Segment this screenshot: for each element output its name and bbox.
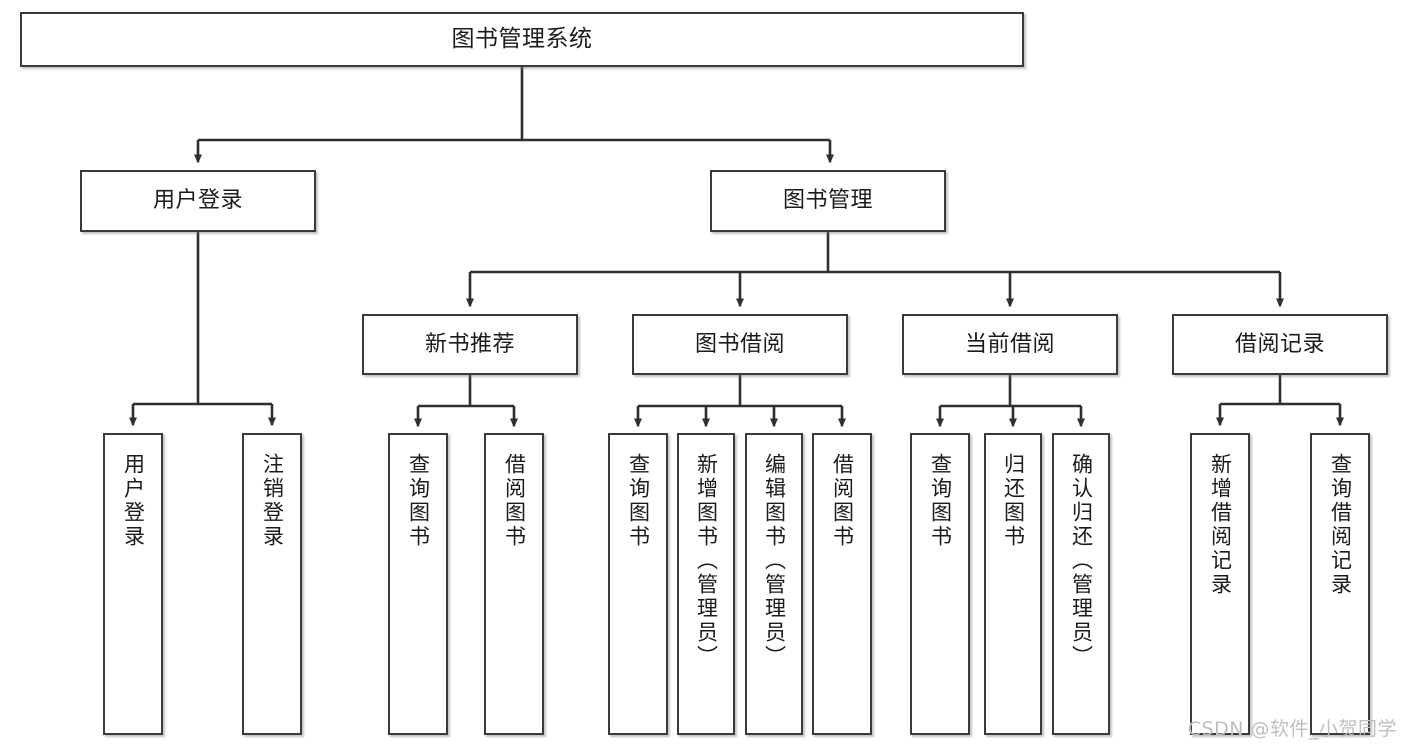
node-leaf-borrow-book-recommend[interactable]: 借阅图书 xyxy=(484,433,544,735)
node-leaf-add-book-admin[interactable]: 新增图书（管理员） xyxy=(677,433,735,735)
node-borrow-record[interactable]: 借阅记录 xyxy=(1172,314,1388,375)
node-new-book-recommend[interactable]: 新书推荐 xyxy=(362,314,578,375)
node-leaf-query-book-recommend[interactable]: 查询图书 xyxy=(388,433,448,735)
node-leaf-user-logout[interactable]: 注销登录 xyxy=(242,433,302,735)
node-book-borrow[interactable]: 图书借阅 xyxy=(632,314,848,375)
node-root[interactable]: 图书管理系统 xyxy=(20,12,1024,67)
node-leaf-query-book-current[interactable]: 查询图书 xyxy=(910,433,970,735)
node-book-manage[interactable]: 图书管理 xyxy=(710,170,946,232)
node-new-book-recommend-label: 新书推荐 xyxy=(424,331,515,357)
node-leaf-borrow-book-recommend-label: 借阅图书 xyxy=(502,453,527,549)
node-leaf-query-book-recommend-label: 查询图书 xyxy=(406,453,431,549)
node-current-borrow-label: 当前借阅 xyxy=(964,331,1055,357)
node-leaf-query-borrow-record-label: 查询借阅记录 xyxy=(1328,453,1353,597)
node-leaf-user-login[interactable]: 用户登录 xyxy=(103,433,163,735)
node-leaf-add-borrow-record[interactable]: 新增借阅记录 xyxy=(1190,433,1250,735)
node-book-borrow-label: 图书借阅 xyxy=(694,331,785,357)
node-leaf-query-book-borrow[interactable]: 查询图书 xyxy=(608,433,668,735)
node-leaf-return-book[interactable]: 归还图书 xyxy=(984,433,1042,735)
node-leaf-edit-book-admin-label: 编辑图书（管理员） xyxy=(762,453,787,669)
node-leaf-confirm-return-admin-label: 确认归还（管理员） xyxy=(1069,453,1094,669)
csdn-watermark: CSDN @软件_小贺同学 xyxy=(1187,718,1397,740)
node-leaf-borrow-book-label: 借阅图书 xyxy=(830,453,855,549)
node-leaf-add-book-admin-label: 新增图书（管理员） xyxy=(694,453,719,669)
node-borrow-record-label: 借阅记录 xyxy=(1234,331,1325,357)
node-leaf-user-logout-label: 注销登录 xyxy=(260,453,285,549)
node-user-login[interactable]: 用户登录 xyxy=(80,170,316,232)
node-leaf-query-book-borrow-label: 查询图书 xyxy=(626,453,651,549)
node-leaf-edit-book-admin[interactable]: 编辑图书（管理员） xyxy=(745,433,803,735)
node-leaf-confirm-return-admin[interactable]: 确认归还（管理员） xyxy=(1052,433,1110,735)
node-leaf-user-login-label: 用户登录 xyxy=(121,453,146,549)
node-root-label: 图书管理系统 xyxy=(451,25,593,52)
node-leaf-add-borrow-record-label: 新增借阅记录 xyxy=(1208,453,1233,597)
node-book-manage-label: 图书管理 xyxy=(782,188,873,214)
node-user-login-label: 用户登录 xyxy=(152,188,243,214)
node-leaf-return-book-label: 归还图书 xyxy=(1001,453,1026,549)
node-leaf-query-borrow-record[interactable]: 查询借阅记录 xyxy=(1310,433,1370,735)
node-leaf-borrow-book[interactable]: 借阅图书 xyxy=(812,433,872,735)
node-current-borrow[interactable]: 当前借阅 xyxy=(902,314,1118,375)
node-leaf-query-book-current-label: 查询图书 xyxy=(928,453,953,549)
